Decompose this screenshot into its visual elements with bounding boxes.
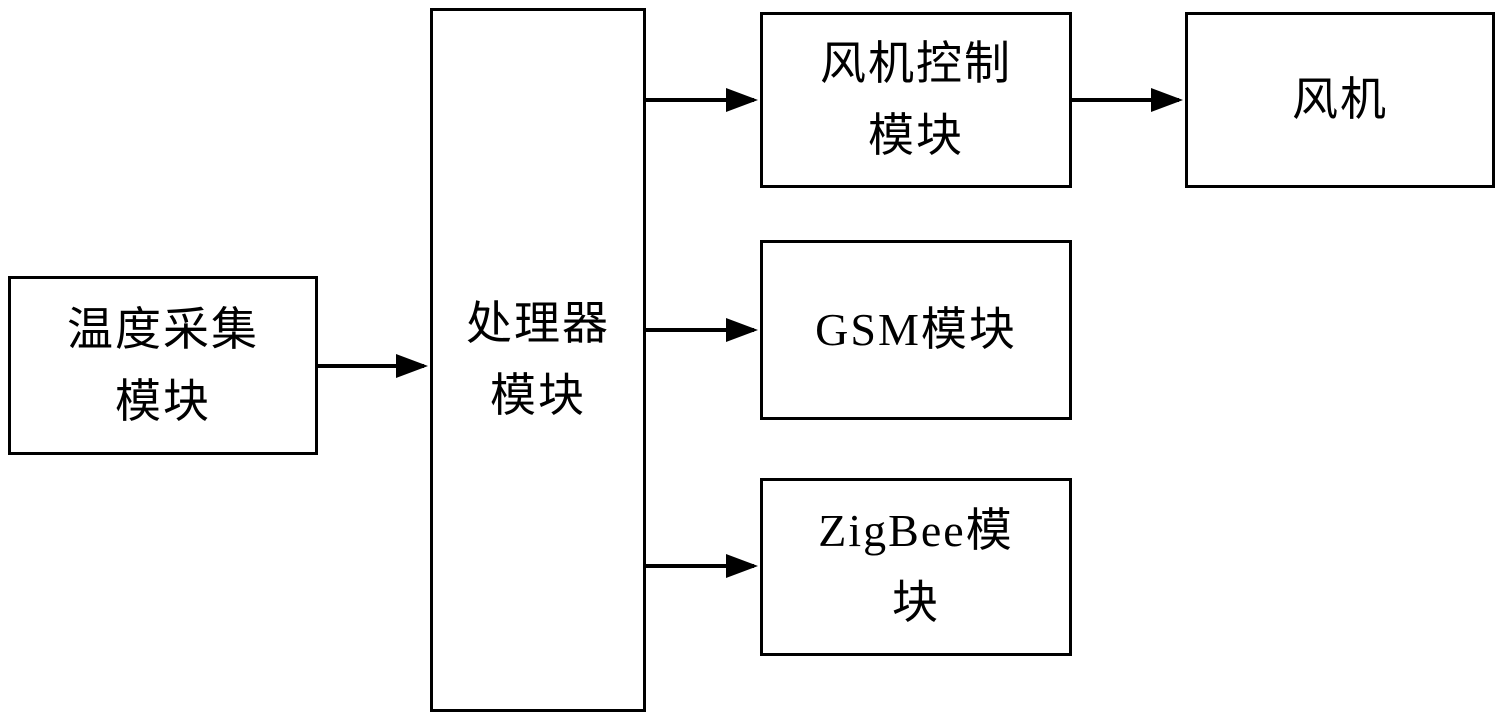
node-label-line: GSM模块	[815, 304, 1017, 355]
node-zigbee-module: ZigBee模 块	[760, 478, 1072, 656]
node-fan: 风机	[1185, 12, 1495, 188]
node-label-line: 模块	[115, 375, 211, 427]
node-label-line: ZigBee模	[818, 505, 1014, 556]
node-temperature-collection-module: 温度采集 模块	[8, 276, 318, 455]
node-label-line: 风机控制	[820, 38, 1012, 89]
node-label-line: 温度采集	[67, 303, 259, 355]
node-label-line: 处理器	[466, 298, 610, 349]
node-label-line: 模块	[868, 110, 964, 161]
node-label-line: 风机	[1292, 74, 1388, 125]
node-gsm-module: GSM模块	[760, 240, 1072, 420]
node-fan-control-module: 风机控制 模块	[760, 12, 1072, 188]
node-label-line: 块	[892, 577, 940, 628]
node-label-line: 模块	[490, 370, 586, 421]
node-processor-module: 处理器 模块	[430, 8, 646, 712]
